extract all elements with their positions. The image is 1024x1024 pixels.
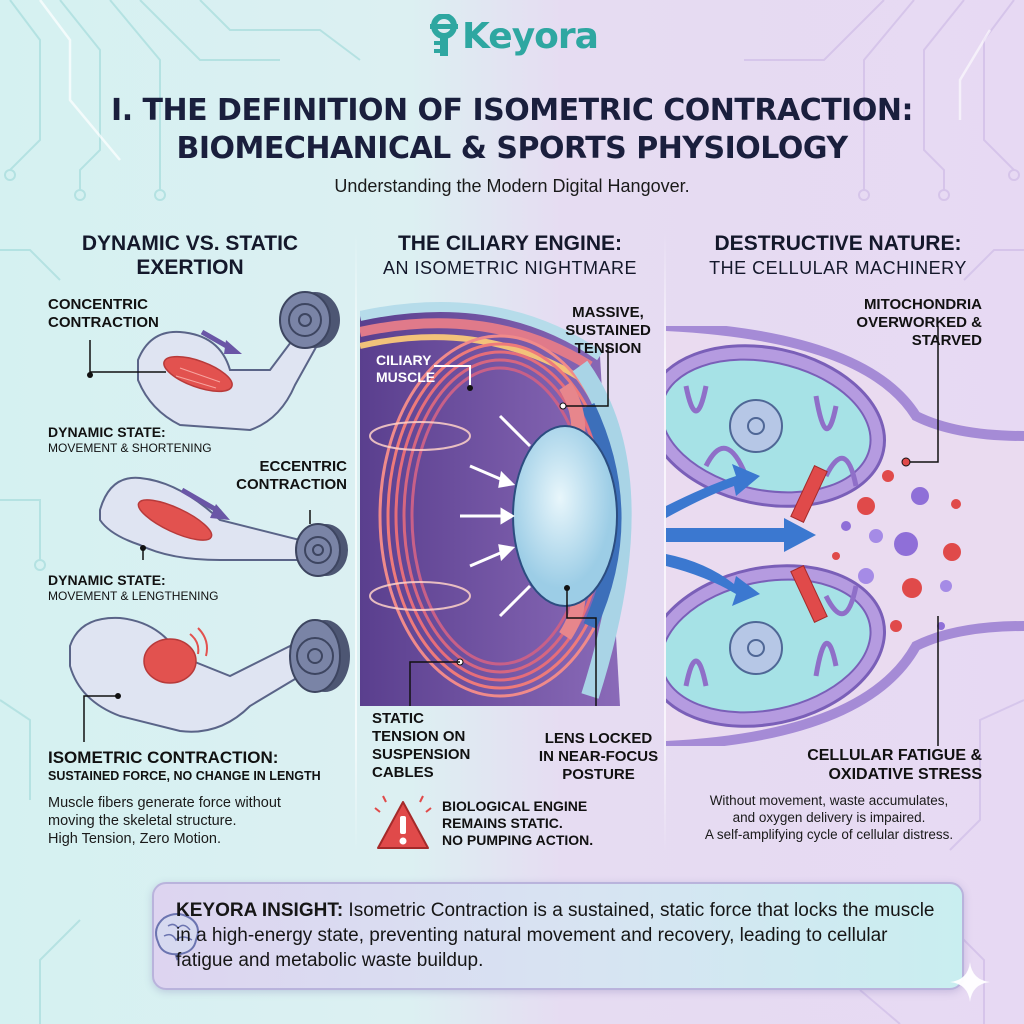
- column-divider: [664, 232, 666, 852]
- eccentric-label: ECCENTRIC CONTRACTION: [236, 458, 347, 493]
- column-3-heading: DESTRUCTIVE NATURE: THE CELLULAR MACHINE…: [709, 232, 967, 278]
- dynamic-state-1: DYNAMIC STATE: MOVEMENT & SHORTENING: [48, 424, 212, 455]
- cellular-description: Without movement, waste accumulates, and…: [704, 793, 954, 842]
- lens-locked-label: LENS LOCKED IN NEAR-FOCUS POSTURE: [538, 730, 659, 783]
- mitochondria-label: MITOCHONDRIA OVERWORKED & STARVED: [856, 296, 982, 349]
- column-divider: [355, 232, 357, 852]
- concentric-arm-illustration: [87, 291, 340, 432]
- mitochondrion-top: [666, 344, 886, 508]
- dumbbell-icon: [289, 619, 350, 693]
- isometric-description: Muscle fibers generate force without mov…: [48, 795, 281, 847]
- warning-icon: [374, 795, 432, 849]
- page-subtitle: Understanding the Modern Digital Hangove…: [334, 176, 690, 196]
- title-line-1: I. THE DEFINITION OF ISOMETRIC CONTRACTI…: [111, 93, 913, 128]
- insight-label: KEYORA INSIGHT:: [176, 900, 344, 921]
- title-line-2: BIOMECHANICAL & SPORTS PHYSIOLOGY: [176, 131, 848, 166]
- isometric-contraction-label: ISOMETRIC CONTRACTION: SUSTAINED FORCE, …: [48, 748, 321, 783]
- brand-name: Keyora: [462, 15, 599, 57]
- warning-text: BIOLOGICAL ENGINE REMAINS STATIC. NO PUM…: [442, 798, 594, 848]
- insight-text: KEYORA INSIGHT: Isometric Contraction is…: [176, 898, 946, 973]
- insight-body: Isometric Contraction is a sustained, st…: [176, 900, 935, 971]
- ciliary-muscle-label: CILIARY MUSCLE: [376, 352, 436, 385]
- column-2-heading: THE CILIARY ENGINE: AN ISOMETRIC NIGHTMA…: [382, 232, 637, 278]
- concentric-label: CONCENTRIC CONTRACTION: [48, 296, 159, 331]
- isometric-arm-illustration: [69, 616, 350, 742]
- dynamic-state-2: DYNAMIC STATE: MOVEMENT & LENGTHENING: [48, 572, 219, 603]
- page-title: I. THE DEFINITION OF ISOMETRIC CONTRACTI…: [0, 92, 1024, 168]
- concentric-leader-line: [89, 340, 166, 373]
- ciliary-eye-illustration: [360, 302, 632, 706]
- massive-tension-label: MASSIVE, SUSTAINED TENSION: [565, 304, 651, 357]
- brain-icon: [155, 913, 199, 961]
- cellular-fatigue-label: CELLULAR FATIGUE & OXIDATIVE STRESS: [807, 747, 982, 783]
- static-tension-label: STATIC TENSION ON SUSPENSION CABLES: [372, 710, 471, 781]
- eccentric-arm-illustration: [99, 476, 348, 577]
- column-1-heading: DYNAMIC VS. STATIC EXERTION: [81, 232, 299, 279]
- lens-icon: [512, 425, 618, 607]
- dumbbell-icon: [295, 523, 348, 577]
- sparkle-icon: [950, 962, 990, 1002]
- dumbbell-icon: [279, 291, 340, 349]
- mitochondria-illustration: [666, 326, 1024, 746]
- brand-logo: Keyora: [0, 14, 1024, 58]
- key-icon: [430, 14, 459, 56]
- insight-box: [152, 882, 964, 990]
